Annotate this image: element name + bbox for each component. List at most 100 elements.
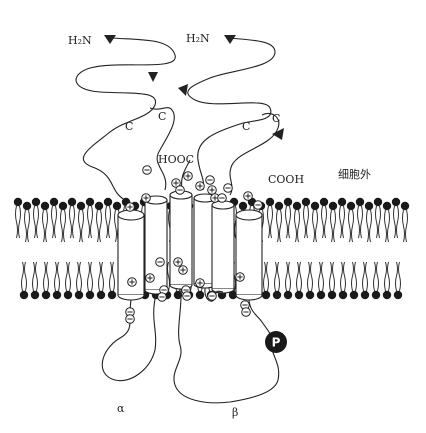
inner-lipid-head xyxy=(327,290,337,300)
positive-charge-icon xyxy=(145,273,155,283)
inner-lipid-head xyxy=(85,290,95,300)
outer-lipid-tail xyxy=(375,205,381,239)
outer-lipid-head xyxy=(103,197,113,207)
beta-n-terminus-label: H₂N xyxy=(186,32,210,45)
inner-lipid-head xyxy=(283,290,293,300)
outer-lipid-tail xyxy=(285,205,291,239)
inner-lipid-tail xyxy=(263,261,269,292)
alpha-mid-arrowhead xyxy=(148,72,158,82)
inner-lipid-tail xyxy=(87,261,93,292)
helix-beta-3 xyxy=(235,209,263,301)
phosphate-circle xyxy=(265,331,287,353)
positive-charge-icon xyxy=(235,272,245,282)
inner-lipid-tail xyxy=(98,261,104,292)
positive-charge-icon xyxy=(171,178,181,188)
inner-lipid-head xyxy=(195,290,205,300)
outer-lipid-head xyxy=(85,197,95,207)
cooh-label: COOH xyxy=(268,173,304,186)
inner-lipid-tail xyxy=(329,261,335,292)
inner-lipid-tail xyxy=(362,261,368,292)
outer-lipid-tail xyxy=(51,205,57,239)
outer-lipid-tail xyxy=(105,205,111,239)
outer-lipid-head xyxy=(22,201,32,211)
positive-charge-icon xyxy=(183,171,193,181)
outer-lipid-head xyxy=(283,197,293,207)
inner-lipid-head xyxy=(173,290,183,300)
outer-lipid-tail xyxy=(24,209,30,243)
outer-lipid-tail xyxy=(294,209,300,243)
outer-lipid-head xyxy=(391,197,401,207)
outer-lipid-head xyxy=(328,201,338,211)
positive-charge-icon xyxy=(207,185,217,195)
alpha-c-label-2: C xyxy=(158,110,166,123)
outer-lipid-head xyxy=(31,197,41,207)
inner-lipid-head xyxy=(349,290,359,300)
outer-lipid-tail xyxy=(267,205,273,239)
inner-lipid-head xyxy=(272,290,282,300)
positive-charge-icon xyxy=(127,277,137,287)
positive-charge-icon xyxy=(178,265,188,275)
inner-lipid-tail xyxy=(54,261,60,292)
inner-lipid-tail xyxy=(351,261,357,292)
inner-lipid-head xyxy=(382,290,392,300)
alpha-n-terminus-label: H₂N xyxy=(68,34,92,47)
outer-lipid-head xyxy=(58,201,68,211)
outer-lipid-head xyxy=(238,201,248,211)
inner-lipid-tail xyxy=(318,261,324,292)
negative-charge-icon xyxy=(175,185,185,195)
inner-lipid-head xyxy=(19,290,29,300)
outer-lipid-head xyxy=(94,201,104,211)
beta-c-label-1: C xyxy=(242,120,250,133)
outer-lipid-head xyxy=(400,201,410,211)
outer-lipid-head xyxy=(301,197,311,207)
outer-lipid-head xyxy=(76,201,86,211)
inner-lipid-head xyxy=(96,290,106,300)
inner-lipid-tail xyxy=(296,261,302,292)
positive-charge-icon xyxy=(195,181,205,191)
outer-lipid-head xyxy=(382,201,392,211)
beta-mid-arrowhead xyxy=(178,84,188,96)
outer-lipid-tail xyxy=(321,205,327,239)
inner-lipid-tail xyxy=(384,261,390,292)
negative-charge-icon xyxy=(253,200,263,210)
phosphate-group: P xyxy=(265,331,287,353)
outer-lipid-head xyxy=(337,197,347,207)
negative-charge-icon xyxy=(207,291,217,301)
extracellular-label: 细胞外 xyxy=(338,168,371,181)
outer-lipid-head xyxy=(49,197,59,207)
outer-lipid-tail xyxy=(348,209,354,243)
phosphate-label: P xyxy=(272,336,281,350)
negative-charge-icon xyxy=(217,193,227,203)
inner-lipid-head xyxy=(52,290,62,300)
inner-lipid-head xyxy=(371,290,381,300)
positive-charge-icon xyxy=(141,193,151,203)
inner-lipid-tail xyxy=(21,261,27,292)
helix-alpha-2 xyxy=(144,195,168,295)
inner-lipid-tail xyxy=(340,261,346,292)
positive-charge-icon xyxy=(125,202,135,212)
inner-lipid-head xyxy=(316,290,326,300)
outer-lipid-tail xyxy=(276,209,282,243)
outer-lipid-tail xyxy=(312,209,318,243)
inner-lipid-tail xyxy=(274,261,280,292)
inner-lipid-head xyxy=(360,290,370,300)
inner-lipid-head xyxy=(63,290,73,300)
outer-lipid-tail xyxy=(357,205,363,239)
negative-charge-icon xyxy=(181,285,191,295)
outer-lipid-head xyxy=(364,201,374,211)
outer-lipid-tail xyxy=(33,205,39,239)
outer-lipid-head xyxy=(13,197,23,207)
negative-charge-icon xyxy=(159,285,169,295)
outer-lipid-tail xyxy=(78,209,84,243)
outer-lipid-head xyxy=(40,201,50,211)
outer-lipid-head xyxy=(292,201,302,211)
outer-lipid-head xyxy=(319,197,329,207)
outer-lipid-tail xyxy=(402,209,408,243)
inner-lipid-tail xyxy=(373,261,379,292)
outer-lipid-tail xyxy=(393,205,399,239)
alpha-subunit-label: α xyxy=(117,402,125,415)
negative-charge-icon xyxy=(155,257,165,267)
inner-lipid-tail xyxy=(307,261,313,292)
beta-subunit-label: β xyxy=(232,406,238,419)
